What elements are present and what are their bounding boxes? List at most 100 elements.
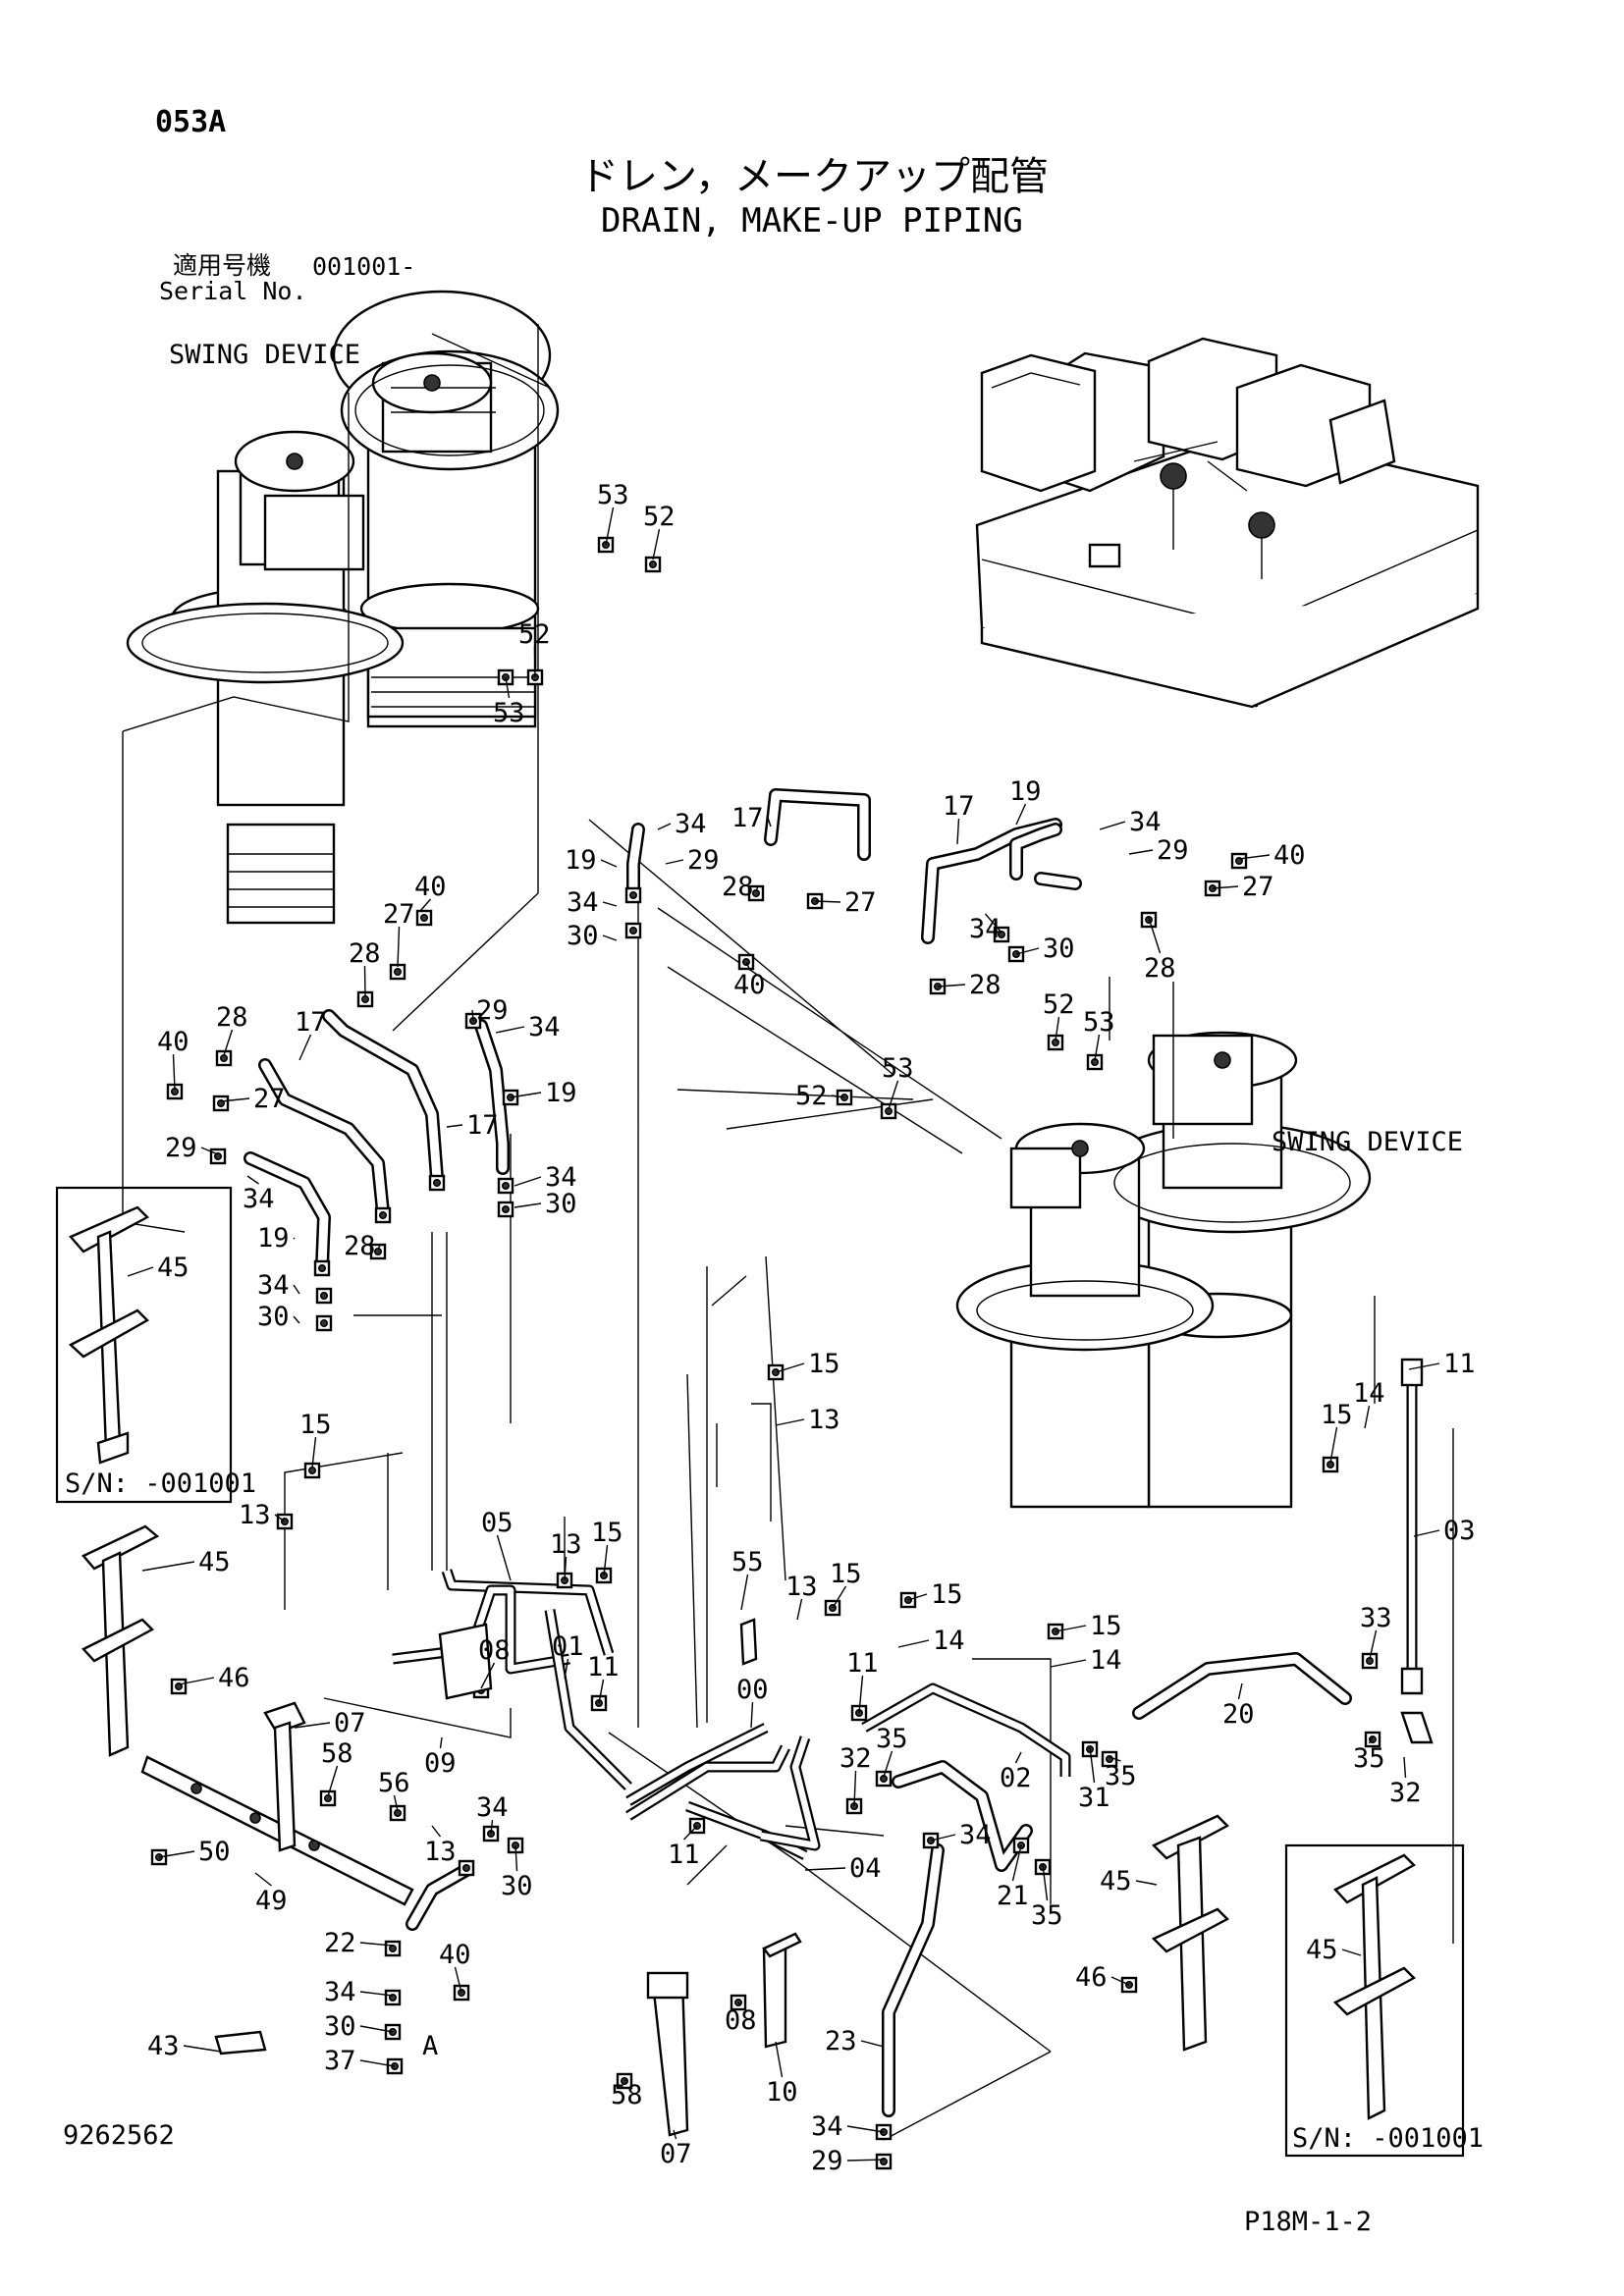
callout-number: 27 <box>1242 872 1274 902</box>
callout-leader <box>1128 849 1154 855</box>
callout-leader <box>1408 1362 1440 1370</box>
callout-number: 34 <box>476 1792 509 1823</box>
fitting <box>1047 1623 1064 1640</box>
callout-number: 07 <box>334 1708 366 1738</box>
fitting <box>166 1083 184 1100</box>
fitting <box>212 1095 230 1112</box>
callout-leader <box>505 676 511 699</box>
callout-leader <box>495 1026 525 1034</box>
callout-leader <box>172 1053 176 1091</box>
callout-leader <box>602 934 618 941</box>
callout-leader <box>1237 1682 1243 1700</box>
callout-number: 13 <box>550 1529 582 1560</box>
callout-leader <box>359 1991 394 1997</box>
callout-number: 34 <box>324 1977 356 2007</box>
callout-leader <box>846 2159 885 2162</box>
callout-number: 30 <box>545 1189 577 1219</box>
callout-leader <box>930 1834 956 1842</box>
callout-leader <box>200 1147 219 1155</box>
callout-number: 30 <box>501 1871 533 1901</box>
callout-leader <box>600 859 618 868</box>
callout-number: 00 <box>736 1675 769 1705</box>
callout-leader <box>1364 1405 1371 1429</box>
callout-number: 34 <box>959 1820 992 1850</box>
fitting <box>1361 1652 1379 1670</box>
pipe-manifold <box>392 1569 1071 1860</box>
fitting <box>384 1940 402 1957</box>
callout-number: 45 <box>198 1547 231 1577</box>
callout-leader <box>907 1593 928 1601</box>
view-a-label: A <box>422 2031 438 2061</box>
callout-leader <box>1015 947 1040 955</box>
callout-number: 13 <box>785 1572 818 1602</box>
callout-leader <box>141 1561 195 1572</box>
callout-leader <box>1369 1629 1378 1660</box>
fitting <box>747 884 765 902</box>
callout-leader <box>393 1794 399 1812</box>
fitting <box>875 1770 893 1788</box>
callout-number: 02 <box>1000 1763 1032 1793</box>
callout-number: 50 <box>198 1837 231 1867</box>
callout-number: 28 <box>349 938 381 969</box>
callout-number: 10 <box>766 2077 798 2108</box>
callout-leader <box>1055 1625 1087 1632</box>
callout-leader <box>514 1202 542 1208</box>
callout-number: 21 <box>997 1881 1029 1911</box>
callout-number: 49 <box>255 1886 288 1916</box>
fitting <box>384 1989 402 2006</box>
callout-number: 46 <box>1075 1962 1108 1993</box>
callout-number: 15 <box>931 1579 963 1610</box>
callout-number: 28 <box>216 1002 248 1033</box>
callout-number: 52 <box>518 619 551 650</box>
callout-leader <box>1042 1864 1049 1901</box>
callout-number: 52 <box>795 1081 828 1111</box>
callout-number: 23 <box>825 2026 857 2056</box>
callout-leader <box>127 1266 154 1277</box>
callout-leader <box>755 885 759 892</box>
leader-lines <box>284 819 1454 2141</box>
callout-number: 53 <box>1083 1007 1115 1038</box>
callout-number: 11 <box>587 1652 620 1682</box>
callout-number: 27 <box>844 887 877 918</box>
serial-label-en: Serial No. <box>159 277 307 305</box>
machine-overview <box>975 337 1480 709</box>
callout-leader <box>888 1080 899 1110</box>
fitting <box>597 536 615 554</box>
callout-leader <box>796 1598 803 1621</box>
brackets <box>55 1186 1465 2158</box>
callout-number: 35 <box>1353 1743 1385 1774</box>
callout-leader <box>220 1097 250 1102</box>
callout-number: 04 <box>849 1853 882 1884</box>
swing-device-right <box>955 1031 1372 1509</box>
callout-leader <box>775 1362 805 1373</box>
callout-leader <box>397 926 401 968</box>
fitting <box>315 1287 333 1305</box>
callout-leader <box>1403 1756 1407 1779</box>
callout-number: 30 <box>1043 934 1075 964</box>
callout-number: 35 <box>1031 1900 1063 1931</box>
callout-number: 15 <box>1090 1611 1122 1641</box>
callout-leader <box>293 1284 300 1295</box>
drawing-number: 9262562 <box>63 2120 175 2151</box>
callout-number: 34 <box>969 914 1001 944</box>
fitting <box>458 1859 475 1877</box>
fitting <box>1047 1034 1064 1051</box>
fitting <box>624 886 642 904</box>
callout-leader <box>1110 1976 1130 1986</box>
callout-leader <box>937 984 966 988</box>
callout-leader <box>897 1639 930 1648</box>
callout-number: 58 <box>611 2080 643 2110</box>
callout-number: 17 <box>943 791 975 822</box>
callout-leader <box>454 1966 462 1994</box>
callout-leader <box>775 1418 805 1426</box>
callout-number: 13 <box>424 1837 457 1867</box>
callout-number: 17 <box>466 1110 499 1141</box>
page-code: 053A <box>155 105 227 139</box>
callout-number: 34 <box>545 1162 577 1193</box>
callout-leader <box>1341 1949 1362 1956</box>
callout-leader <box>274 1514 286 1522</box>
callout-number: 01 <box>552 1631 584 1662</box>
callout-number: 11 <box>668 1840 700 1870</box>
callout-number: 27 <box>383 899 415 930</box>
